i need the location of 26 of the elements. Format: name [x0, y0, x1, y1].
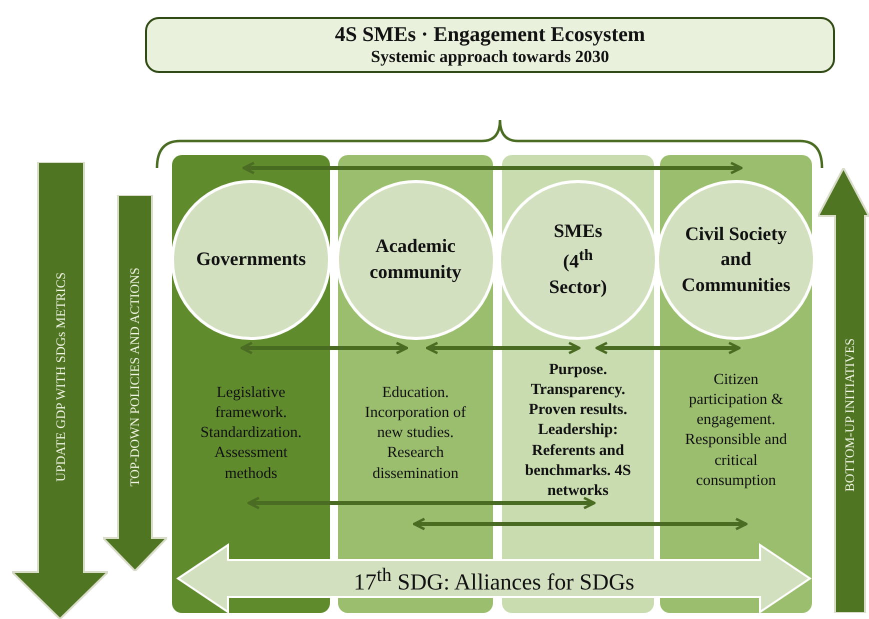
down-arrow-banner — [12, 162, 108, 619]
up-arrow-banner — [818, 168, 869, 613]
double-arrow-banner — [176, 543, 812, 614]
column-description: Education. Incorporation of new studies. Research dissemination — [356, 383, 475, 521]
circle-label: Civil Society and Communities — [680, 222, 792, 298]
title-box — [145, 17, 835, 73]
banner-text: BOTTOM-UP INITIATIVES — [841, 336, 858, 494]
double-arrow — [426, 342, 581, 354]
double-arrow — [412, 518, 748, 530]
circle-label: Academic community — [368, 235, 462, 285]
banner-text: UPDATE GDP WITH SDGs METRICS — [52, 271, 69, 484]
banner-text: 17$^{th}$ SDG: Alliances for SDGs — [352, 564, 636, 596]
column-band — [172, 155, 330, 613]
circle-label: Governments — [195, 248, 307, 272]
column-description: Purpose. Transparency. Proven results. Leadership: Referents and benchmarks. 4S networks — [520, 360, 636, 500]
double-arrow — [242, 162, 743, 174]
title-text: 4S SMEs · Engagement Ecosystem — [334, 22, 646, 48]
subtitle-text: Systemic approach towards 2030 — [370, 47, 610, 68]
banner-text: TOP-DOWN POLICIES AND ACTIONS — [126, 266, 143, 488]
down-arrow-banner — [103, 195, 167, 571]
double-arrow — [595, 342, 741, 354]
circle-label: SMEs (4$^{th}$ Sector) — [548, 220, 608, 300]
double-arrow — [240, 342, 408, 354]
column-description: Legislative framework. Standardization. Assessment methods — [190, 383, 312, 500]
double-arrow — [247, 496, 596, 510]
column-description: Citizen participation & engagement. Responsible and critical consumption — [678, 370, 794, 521]
